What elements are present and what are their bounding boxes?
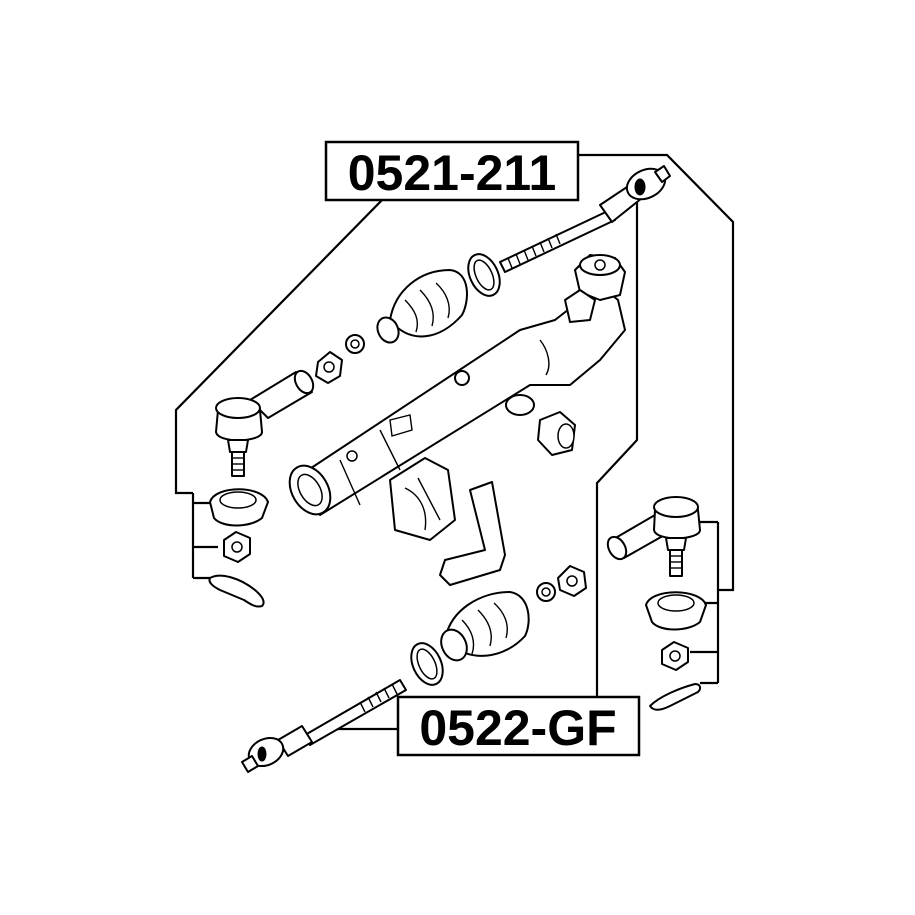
leader-line-0521-211-left — [174, 199, 383, 495]
mount-bushings — [389, 411, 576, 586]
part-label-box-0521-211 — [324, 140, 580, 202]
part-number-0521-211: 0521-211 — [348, 145, 557, 201]
leader-line-0522-gf-upper — [595, 200, 639, 697]
lower-boot-group — [410, 565, 587, 686]
part-label-box-0522-gf — [396, 695, 641, 757]
part-number-0522-gf: 0522-GF — [419, 700, 616, 756]
left-tie-rod-end-set — [208, 369, 315, 608]
rack-housing — [288, 254, 626, 516]
upper-boot-group — [315, 253, 501, 384]
part-label-0522-gf: 0522-GF — [396, 695, 641, 757]
part-label-0521-211: 0521-211 — [324, 140, 580, 202]
right-tie-rod-end-set — [606, 496, 707, 711]
upper-inner-tie-rod — [499, 165, 671, 273]
leader-line-0521-211-right — [578, 153, 735, 592]
leader-lines — [174, 153, 735, 731]
lower-inner-tie-rod — [241, 679, 407, 773]
